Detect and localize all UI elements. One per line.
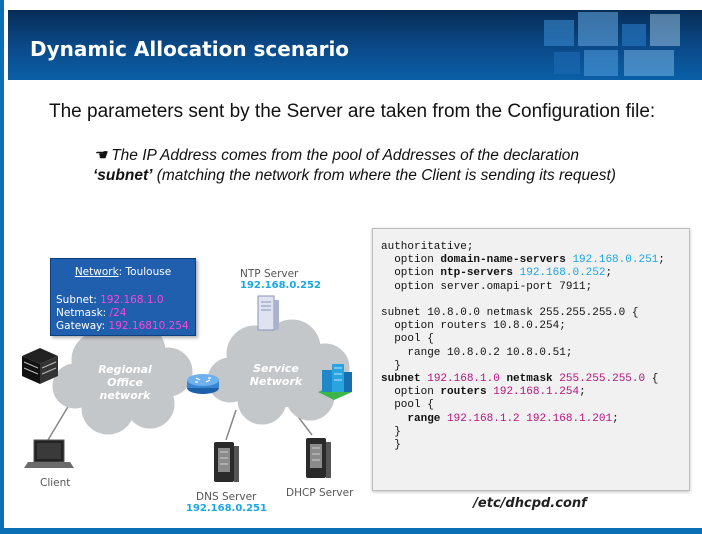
left-accent-bar bbox=[0, 0, 4, 534]
regional-cloud-line-3: network bbox=[99, 389, 151, 402]
network-info-box: Network: Toulouse Subnet: 192.168.1.0 Ne… bbox=[50, 258, 196, 336]
banner-decoration bbox=[544, 12, 680, 76]
dns-server-ip: 192.168.0.251 bbox=[186, 503, 267, 514]
config-line-5: subnet 10.8.0.0 netmask 255.255.255.0 { bbox=[381, 307, 639, 320]
dns-server-label: DNS Server bbox=[196, 491, 257, 503]
netmask-value: /24 bbox=[109, 307, 127, 319]
bullet-text: ☚ The IP Address comes from the pool of … bbox=[93, 146, 693, 186]
config-line-4: option server.omapi-port 7911; bbox=[381, 280, 593, 293]
office-building-icon bbox=[318, 364, 352, 400]
config-line-9: } bbox=[381, 359, 401, 372]
regional-cloud-line-2: Office bbox=[107, 376, 143, 389]
config-code: authoritative; option domain-name-server… bbox=[381, 241, 665, 452]
service-cloud-line-2: Network bbox=[250, 375, 303, 388]
config-subnet-keyword: subnet bbox=[381, 373, 421, 386]
regional-cloud-line-1: Regional bbox=[98, 363, 152, 376]
building-icon bbox=[22, 348, 58, 384]
config-file-panel: authoritative; option domain-name-server… bbox=[372, 228, 690, 491]
config-netmask-keyword: netmask bbox=[506, 373, 553, 386]
netmask-row: Netmask: /24 bbox=[56, 307, 126, 319]
intro-text: The parameters sent by the Server are ta… bbox=[49, 101, 656, 122]
subnet-row: Subnet: 192.168.1.0 bbox=[56, 294, 164, 306]
subnet-label: Subnet: bbox=[56, 294, 97, 306]
dhcp-server-label: DHCP Server bbox=[286, 487, 354, 499]
bullet-part-1: The IP Address comes from the pool of Ad… bbox=[111, 147, 580, 164]
config-ntp-ip: 192.168.0.252 bbox=[519, 267, 606, 280]
bullet-part-2: (matching the network from where the Cli… bbox=[152, 167, 616, 184]
config-line-1: authoritative; bbox=[381, 241, 474, 253]
config-range-value: 192.168.1.2 192.168.1.201 bbox=[447, 412, 613, 425]
config-routers-value: 192.168.1.254 bbox=[493, 386, 580, 399]
ntp-server-icon bbox=[257, 295, 279, 331]
title-banner: Dynamic Allocation scenario bbox=[8, 10, 702, 80]
gateway-label: Gateway: bbox=[56, 320, 106, 332]
config-key-ntp: ntp-servers bbox=[440, 267, 514, 280]
router-icon bbox=[187, 374, 219, 394]
config-line-8: range 10.8.0.2 10.8.0.51; bbox=[381, 346, 573, 359]
dhcp-server-icon bbox=[306, 438, 331, 478]
config-line-14: } bbox=[381, 425, 401, 438]
subnet-keyword: ‘subnet’ bbox=[93, 167, 153, 184]
dns-server-icon bbox=[214, 442, 239, 482]
service-cloud bbox=[207, 319, 350, 425]
config-subnet-value: 192.168.1.0 bbox=[427, 373, 500, 386]
config-netmask-value: 255.255.255.0 bbox=[559, 373, 646, 386]
client-label: Client bbox=[40, 477, 71, 489]
network-box-header: Network: Toulouse bbox=[51, 266, 195, 278]
dns-link-line bbox=[225, 409, 237, 441]
network-box-sep: : bbox=[118, 266, 126, 278]
config-routers-keyword: routers bbox=[440, 386, 487, 399]
laptop-icon bbox=[24, 439, 74, 468]
regional-cloud bbox=[52, 321, 193, 435]
ntp-server-label: NTP Server bbox=[240, 268, 299, 280]
service-cloud-line-1: Service bbox=[253, 362, 299, 375]
config-dns-ip: 192.168.0.251 bbox=[572, 254, 659, 267]
gateway-value: 192.16810.254 bbox=[108, 320, 189, 332]
netmask-label: Netmask: bbox=[56, 307, 107, 319]
ntp-server-ip: 192.168.0.252 bbox=[240, 280, 321, 291]
config-file-caption: /etc/dhcpd.conf bbox=[473, 496, 587, 511]
gateway-row: Gateway: 192.16810.254 bbox=[56, 320, 189, 332]
network-name: Toulouse bbox=[125, 266, 172, 278]
config-line-12: pool { bbox=[381, 399, 434, 412]
slide-title: Dynamic Allocation scenario bbox=[30, 37, 350, 61]
pointing-hand-icon: ☚ bbox=[93, 147, 107, 164]
config-line-7: pool { bbox=[381, 333, 434, 346]
config-line-6: option routers 10.8.0.254; bbox=[381, 320, 566, 333]
network-box-label: Network bbox=[74, 266, 119, 278]
config-range-keyword: range bbox=[407, 412, 441, 425]
config-key-dns: domain-name-servers bbox=[440, 254, 566, 267]
bottom-accent-bar bbox=[0, 528, 702, 534]
config-line-15: } bbox=[381, 439, 401, 452]
subnet-value: 192.168.1.0 bbox=[100, 294, 164, 306]
